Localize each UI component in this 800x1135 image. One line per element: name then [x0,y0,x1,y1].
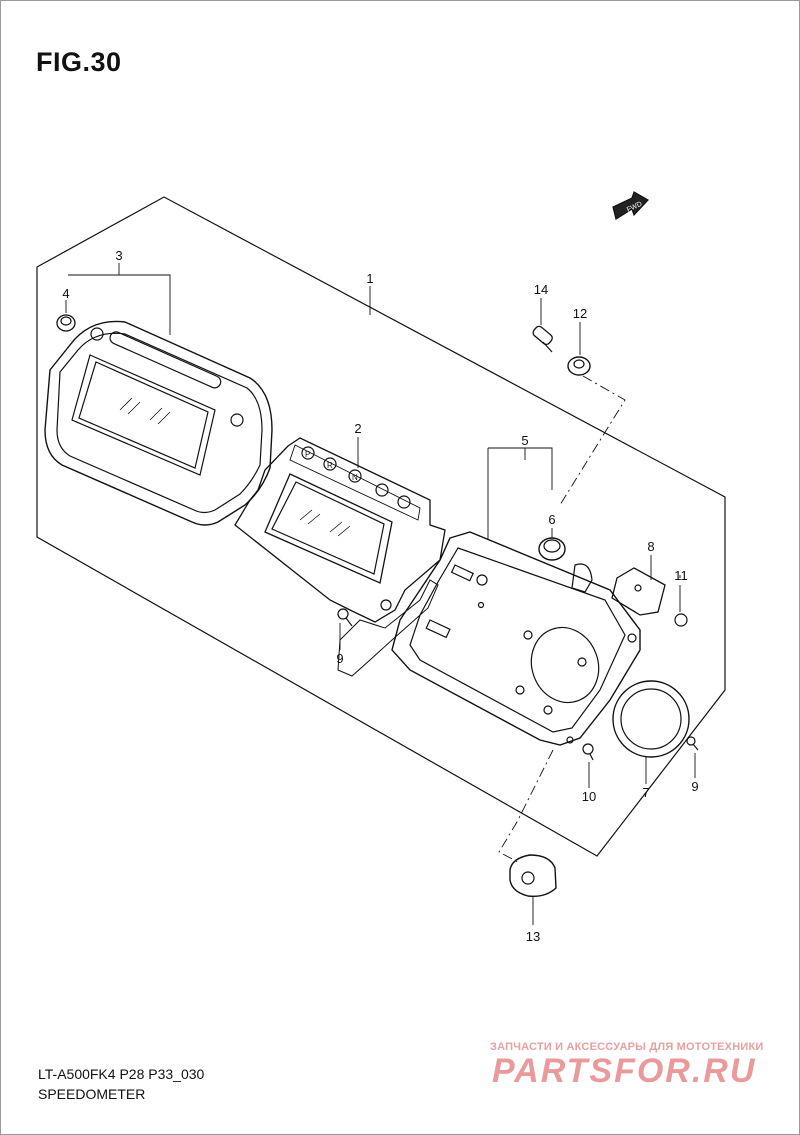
washer-12 [567,356,591,376]
callout-10: 10 [582,789,596,804]
model-code: LT-A500FK4 P28 P33_030 [38,1066,205,1082]
assembly-boundary [36,196,726,857]
watermark-caption: ЗАПЧАСТИ И АКСЕССУАРЫ ДЛЯ МОТОТЕХНИКИ [490,1041,764,1053]
screw-11 [674,613,688,627]
ring-7 [612,680,690,758]
callout-11: 11 [674,568,688,583]
part-name: SPEEDOMETER [38,1086,146,1102]
speedometer-cover [44,320,273,526]
indicator-lamp-n [348,469,362,483]
lcd-indicator-panel: P R N [234,437,446,677]
cushion-8 [611,567,666,616]
callout-12: 12 [573,306,587,321]
rubber-cushion-4 [56,314,76,332]
indicator-lamp-r [323,457,337,471]
callout-4: 4 [62,286,69,301]
indicator-lamp-4 [375,483,389,497]
callout-6: 6 [548,512,555,527]
callout-9-right: 9 [691,779,698,794]
fwd-arrow-icon: FWD [612,191,649,220]
grommet-6 [538,537,566,561]
screw-9-right [686,736,699,751]
figure-title: FIG.30 [36,47,122,77]
callout-2: 2 [354,421,361,436]
callout-9-left: 9 [336,651,343,666]
callout-1: 1 [366,271,373,286]
bulb-socket-13 [509,854,557,898]
callout-3: 3 [115,248,122,263]
meter-case [391,531,641,746]
assembly-lines [498,375,626,863]
callout-7: 7 [642,785,649,800]
callout-14: 14 [534,282,548,297]
callout-8: 8 [647,539,654,554]
callout-5: 5 [521,433,528,448]
indicator-lamp-p [301,446,315,460]
screw-10 [582,743,594,761]
indicator-letter-p: P [305,450,310,459]
indicator-letter-n: N [352,473,358,482]
indicator-letter-r: R [327,461,333,470]
screw-14 [532,325,553,353]
leader-lines [65,263,696,925]
watermark-logo: PARTSFOR.RU [492,1052,757,1090]
callout-13: 13 [526,929,540,944]
screw-9-left [337,608,353,627]
indicator-lamp-5 [397,495,411,509]
